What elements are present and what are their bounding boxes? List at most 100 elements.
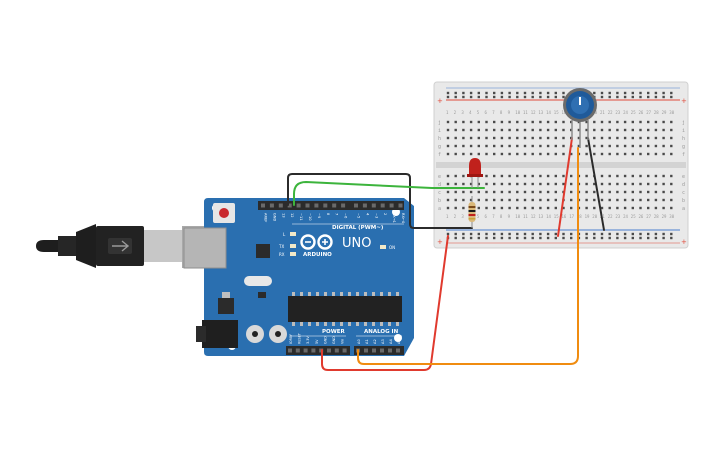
breadboard-hole[interactable]	[593, 182, 596, 186]
power-pin-hole[interactable]	[288, 348, 292, 353]
breadboard-hole[interactable]	[508, 174, 511, 178]
breadboard-hole[interactable]	[554, 232, 557, 236]
breadboard-hole[interactable]	[647, 190, 650, 194]
breadboard-hole[interactable]	[469, 198, 473, 202]
breadboard-hole[interactable]	[647, 144, 650, 148]
breadboard-hole[interactable]	[616, 182, 619, 186]
breadboard-hole[interactable]	[554, 190, 557, 194]
digital-pin-hole[interactable]	[261, 203, 265, 208]
digital-pin-hole[interactable]	[389, 203, 394, 208]
breadboard-hole[interactable]	[570, 128, 573, 132]
analog-pin-hole[interactable]	[396, 348, 400, 353]
breadboard-hole[interactable]	[616, 91, 619, 95]
breadboard-hole[interactable]	[670, 144, 673, 148]
breadboard-hole[interactable]	[516, 120, 519, 124]
breadboard-hole[interactable]	[462, 190, 465, 194]
breadboard-hole[interactable]	[593, 128, 596, 132]
breadboard-hole[interactable]	[647, 91, 650, 95]
breadboard-hole[interactable]	[516, 144, 519, 148]
breadboard-hole[interactable]	[500, 136, 504, 140]
breadboard-hole[interactable]	[516, 232, 519, 236]
breadboard-hole[interactable]	[554, 95, 557, 99]
breadboard-hole[interactable]	[562, 206, 565, 210]
breadboard-hole[interactable]	[523, 144, 527, 148]
breadboard-hole[interactable]	[516, 174, 519, 178]
breadboard-hole[interactable]	[454, 91, 457, 95]
breadboard-hole[interactable]	[446, 174, 450, 178]
breadboard-hole[interactable]	[670, 136, 673, 140]
breadboard-hole[interactable]	[508, 128, 511, 132]
breadboard-hole[interactable]	[616, 136, 619, 140]
breadboard-hole[interactable]	[516, 136, 519, 140]
breadboard-hole[interactable]	[454, 190, 457, 194]
breadboard-hole[interactable]	[639, 190, 642, 194]
breadboard-hole[interactable]	[539, 182, 542, 186]
breadboard-hole[interactable]	[469, 152, 473, 156]
breadboard-hole[interactable]	[570, 206, 573, 210]
breadboard-hole[interactable]	[593, 120, 596, 124]
breadboard-hole[interactable]	[670, 174, 673, 178]
breadboard-hole[interactable]	[647, 95, 650, 99]
breadboard-hole[interactable]	[662, 236, 665, 240]
breadboard-hole[interactable]	[516, 95, 519, 99]
digital-pin-hole[interactable]	[354, 203, 358, 208]
breadboard-hole[interactable]	[631, 91, 634, 95]
breadboard-hole[interactable]	[477, 128, 480, 132]
breadboard-hole[interactable]	[554, 174, 557, 178]
breadboard-hole[interactable]	[631, 136, 634, 140]
breadboard-hole[interactable]	[523, 236, 527, 240]
power-pin-hole[interactable]	[327, 348, 331, 353]
breadboard-hole[interactable]	[462, 182, 465, 186]
breadboard-hole[interactable]	[493, 174, 496, 178]
breadboard-hole[interactable]	[670, 206, 673, 210]
breadboard-hole[interactable]	[539, 206, 542, 210]
breadboard-hole[interactable]	[670, 232, 673, 236]
breadboard-hole[interactable]	[523, 198, 527, 202]
breadboard-hole[interactable]	[539, 91, 542, 95]
breadboard-hole[interactable]	[585, 232, 588, 236]
breadboard-hole[interactable]	[600, 128, 604, 132]
breadboard-hole[interactable]	[608, 91, 611, 95]
breadboard-hole[interactable]	[600, 136, 604, 140]
breadboard-hole[interactable]	[608, 232, 611, 236]
breadboard-hole[interactable]	[531, 120, 534, 124]
breadboard-hole[interactable]	[469, 128, 473, 132]
breadboard-hole[interactable]	[616, 190, 619, 194]
breadboard-hole[interactable]	[500, 128, 504, 132]
breadboard-hole[interactable]	[639, 152, 642, 156]
breadboard-hole[interactable]	[539, 136, 542, 140]
breadboard-hole[interactable]	[631, 144, 634, 148]
breadboard-hole[interactable]	[546, 236, 550, 240]
breadboard-hole[interactable]	[469, 91, 473, 95]
breadboard-hole[interactable]	[462, 136, 465, 140]
breadboard-hole[interactable]	[485, 232, 488, 236]
breadboard-hole[interactable]	[508, 136, 511, 140]
breadboard-hole[interactable]	[670, 128, 673, 132]
breadboard-hole[interactable]	[539, 236, 542, 240]
breadboard-hole[interactable]	[554, 152, 557, 156]
breadboard-hole[interactable]	[477, 198, 480, 202]
breadboard-hole[interactable]	[593, 206, 596, 210]
breadboard-hole[interactable]	[493, 91, 496, 95]
breadboard-hole[interactable]	[600, 152, 604, 156]
breadboard-hole[interactable]	[500, 152, 504, 156]
breadboard-hole[interactable]	[462, 128, 465, 132]
breadboard-hole[interactable]	[531, 144, 534, 148]
breadboard-hole[interactable]	[454, 120, 457, 124]
breadboard-hole[interactable]	[539, 144, 542, 148]
breadboard-hole[interactable]	[600, 236, 604, 240]
breadboard-hole[interactable]	[523, 152, 527, 156]
breadboard-hole[interactable]	[662, 152, 665, 156]
breadboard-hole[interactable]	[500, 120, 504, 124]
breadboard-hole[interactable]	[446, 136, 450, 140]
breadboard-hole[interactable]	[631, 174, 634, 178]
digital-pin-hole[interactable]	[371, 203, 376, 208]
breadboard-hole[interactable]	[654, 182, 658, 186]
breadboard-hole[interactable]	[539, 152, 542, 156]
breadboard-hole[interactable]	[647, 232, 650, 236]
breadboard-hole[interactable]	[554, 206, 557, 210]
breadboard-hole[interactable]	[639, 144, 642, 148]
breadboard-hole[interactable]	[631, 128, 634, 132]
breadboard-hole[interactable]	[516, 236, 519, 240]
breadboard-hole[interactable]	[608, 182, 611, 186]
